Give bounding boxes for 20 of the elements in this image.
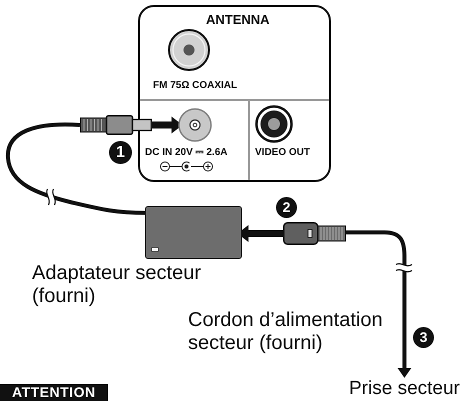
video-jack [255,105,293,143]
callout-number: 2 [276,197,297,218]
terminal-label: FM 75Ω COAXIAL [153,80,238,92]
warning-heading: ATTENTION [0,384,108,401]
outlet-caption: Prise secteur [349,375,460,399]
power-cord-plug [283,222,346,245]
ac-adapter [145,206,242,259]
section-heading: ANTENNA [206,12,270,27]
dc-plug [80,115,152,135]
terminal-label: DC IN 20V ⎓ 2.6A [145,147,228,159]
coaxial-jack [168,29,210,71]
component-caption: Cordon d’alimentation secteur (fourni) [188,309,384,355]
dc-jack [178,108,212,142]
terminal-label: VIDEO OUT [255,147,310,159]
power-cord [346,230,412,378]
callout-number: 3 [413,327,434,348]
callout-number: 1 [109,141,132,164]
connector-panel [138,5,331,182]
component-caption: Adaptateur secteur (fourni) [32,262,202,308]
cable [6,122,146,215]
